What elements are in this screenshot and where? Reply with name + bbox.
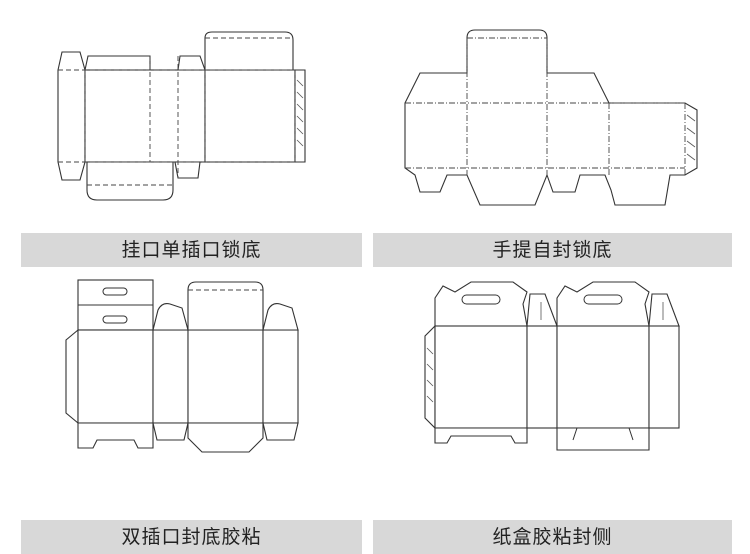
dieline-drawing-2 [404, 29, 698, 206]
dieline-drawing-3 [65, 279, 299, 453]
panel-label-glued-side-box: 纸盒胶粘封侧 [373, 520, 732, 554]
dieline-hang-tab-single-tuck [0, 0, 375, 230]
panel-label-double-tuck-glued-bottom: 双插口封底胶粘 [21, 520, 362, 554]
dieline-drawing-4 [424, 281, 680, 451]
dieline-glued-side-box [375, 268, 750, 518]
panel-label-hang-tab-single-tuck: 挂口单插口锁底 [21, 233, 362, 267]
dieline-drawing-1 [57, 31, 306, 201]
dieline-double-tuck-glued-bottom [0, 268, 375, 518]
panel-label-handle-auto-lock: 手提自封锁底 [373, 233, 732, 267]
dieline-handle-auto-lock [375, 0, 750, 230]
